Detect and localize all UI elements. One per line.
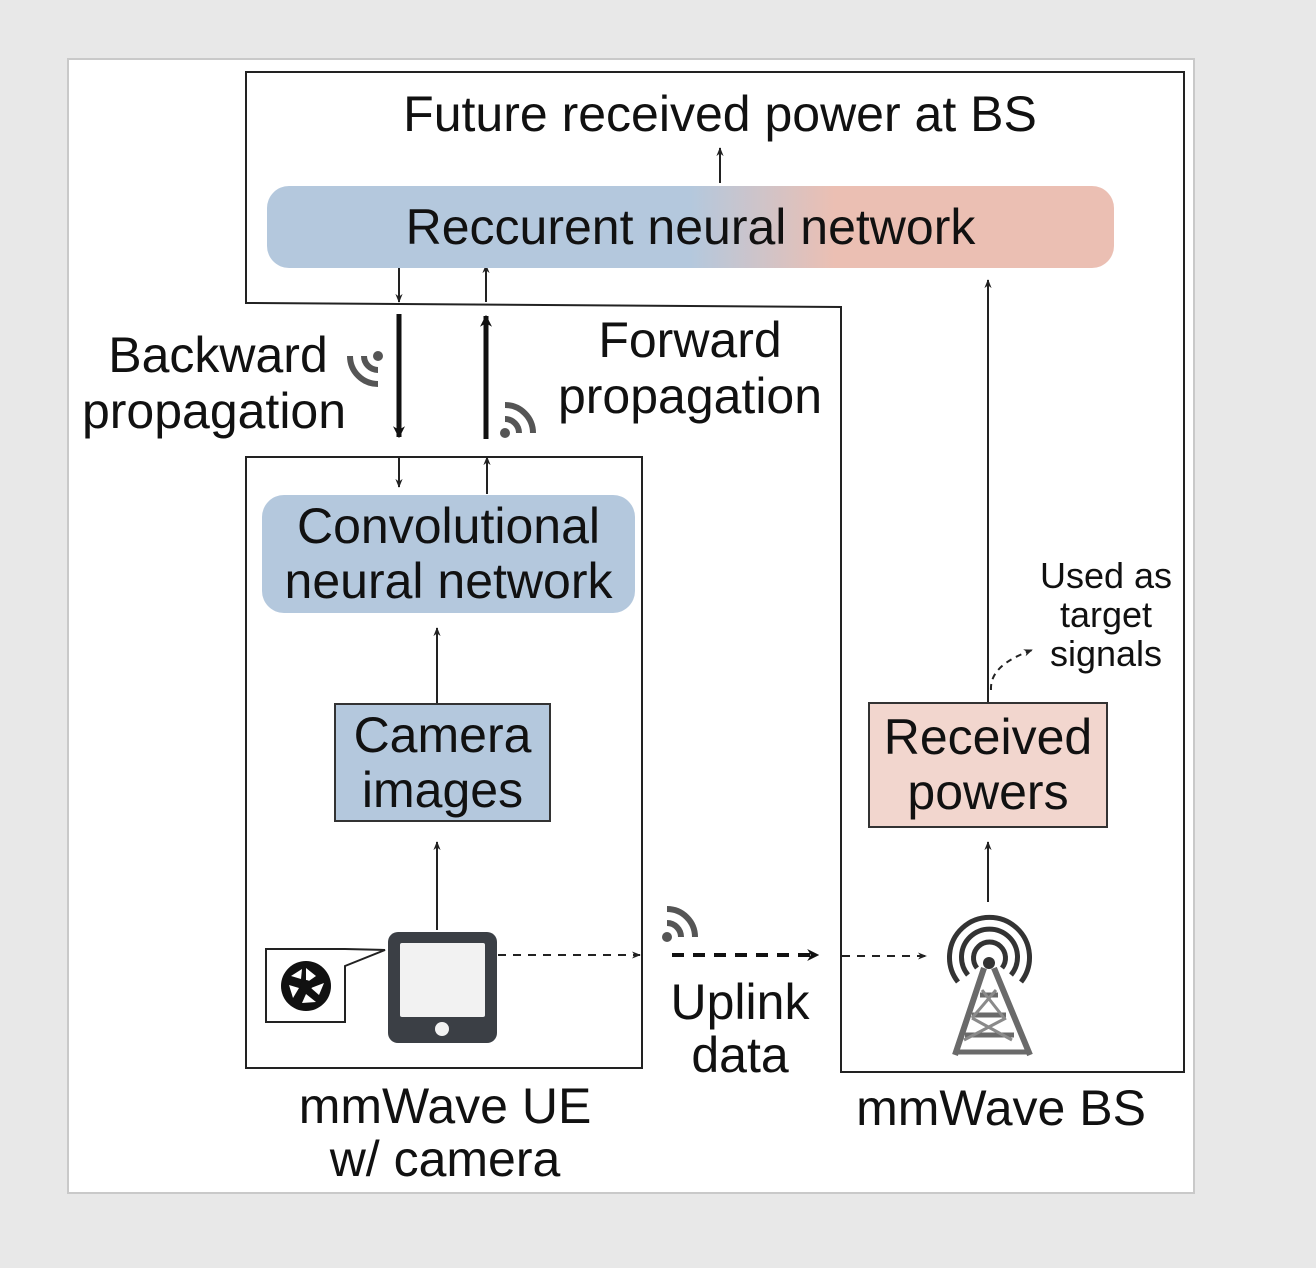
arrow-target-note: [989, 649, 1033, 691]
ue-box: [245, 456, 643, 1069]
camera-images-node: Camera images: [334, 703, 551, 822]
target-signals-note: Used as target signals: [1039, 555, 1173, 674]
backward-propagation-label: Backward propagation: [81, 327, 347, 439]
rnn-node: Reccurent neural network: [267, 186, 1114, 268]
rnn-label: Reccurent neural network: [405, 198, 976, 255]
received-powers-label: Received powers: [883, 709, 1093, 820]
received-powers-node: Received powers: [868, 702, 1108, 828]
uplink-data-label: Uplink data: [670, 974, 810, 1083]
ue-label: mmWave UE w/ camera: [298, 1078, 592, 1187]
wifi-icon-forward: [500, 402, 536, 438]
camera-shutter-icon: [265, 948, 386, 1023]
camera-images-label: Camera images: [353, 706, 532, 818]
tablet-icon: [388, 932, 497, 1043]
tower-icon: [947, 914, 1033, 1057]
future-power-label: Future received power at BS: [403, 86, 1037, 142]
cnn-label: Convolutional neural network: [284, 498, 613, 609]
wifi-icon-backward: [347, 351, 383, 387]
forward-propagation-label: Forward propagation: [557, 312, 823, 424]
bs-label: mmWave BS: [856, 1080, 1146, 1136]
cnn-node: Convolutional neural network: [262, 495, 635, 613]
bs-region-outline: [245, 71, 1185, 1073]
wifi-icon-uplink: [662, 906, 698, 942]
